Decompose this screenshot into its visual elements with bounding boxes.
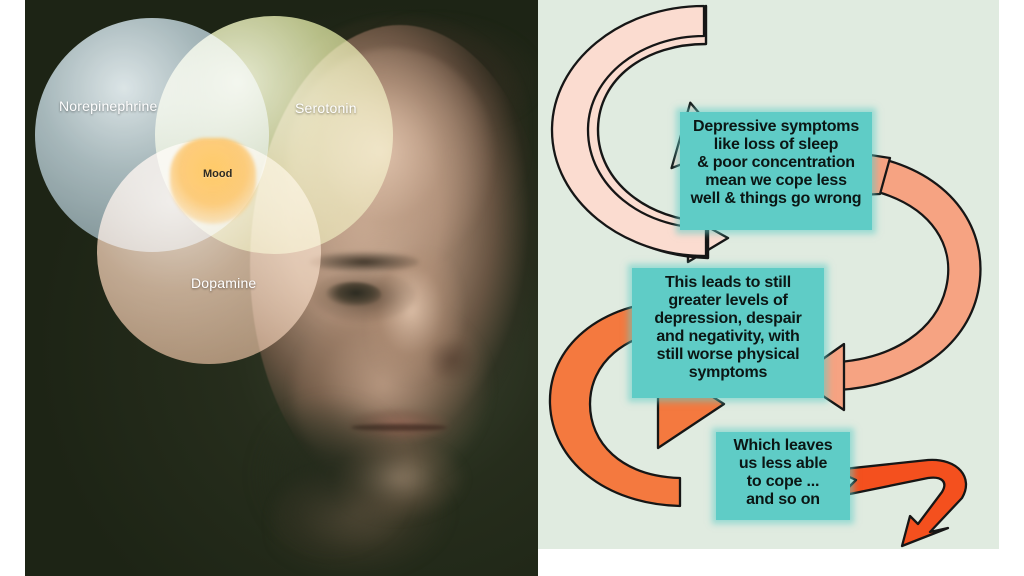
portrait-jaw-shadow <box>257 400 407 550</box>
portrait-photo-panel: Norepinephrine Serotonin Dopamine Mood <box>25 0 538 576</box>
venn-intersection-mood <box>170 138 256 224</box>
arrow-1-icon <box>550 4 708 258</box>
cycle-step-1-line-3: & poor concentration <box>697 154 855 172</box>
cycle-step-2-line-1: This leads to still <box>664 274 791 291</box>
neurotransmitter-venn-diagram: Norepinephrine Serotonin Dopamine Mood <box>25 0 405 364</box>
arrow-3-icon <box>548 298 682 508</box>
cycle-step-3-line-1: Which leaves <box>733 437 833 454</box>
portrait-eyebrow <box>309 252 419 272</box>
portrait-eye <box>325 282 381 306</box>
cycle-step-3-box: Which leaves us less able to cope ... an… <box>716 432 850 520</box>
portrait-mouth-line <box>351 424 447 431</box>
cycle-step-1-box: Depressive symptoms like loss of sleep &… <box>680 112 872 230</box>
venn-label-norepinephrine: Norepinephrine <box>59 98 158 114</box>
cycle-step-1-line-2: like loss of sleep <box>713 136 839 154</box>
arrow-4-icon <box>832 458 968 548</box>
cycle-step-1-line-5: well & things go wrong <box>690 190 862 208</box>
vicious-cycle-panel: Depressive symptoms like loss of sleep &… <box>538 0 999 549</box>
venn-label-mood: Mood <box>203 168 233 180</box>
cycle-arrows-group <box>548 4 982 548</box>
cycle-step-3-line-2: us less able <box>738 455 828 473</box>
cycle-step-2-line-6: symptoms <box>688 364 768 382</box>
venn-label-serotonin: Serotonin <box>295 100 357 116</box>
cycle-step-2-line-2: greater levels of <box>668 292 788 310</box>
cycle-step-2-line-3: depression, despair <box>654 310 802 328</box>
cycle-step-2-box: This leads to still greater levels of de… <box>632 268 824 398</box>
cycle-step-1-line-1: Depressive symptoms <box>692 118 860 135</box>
cycle-step-3-line-3: to cope ... <box>746 473 820 491</box>
portrait-nose-shadow <box>417 330 487 390</box>
cycle-step-1-line-4: mean we cope less <box>705 172 847 190</box>
cycle-step-2-line-5: still worse physical <box>656 346 800 364</box>
cycle-step-2-line-4: and negativity, with <box>656 328 800 346</box>
cycle-step-3-line-4: and so on <box>746 491 820 509</box>
venn-label-dopamine: Dopamine <box>191 275 257 291</box>
